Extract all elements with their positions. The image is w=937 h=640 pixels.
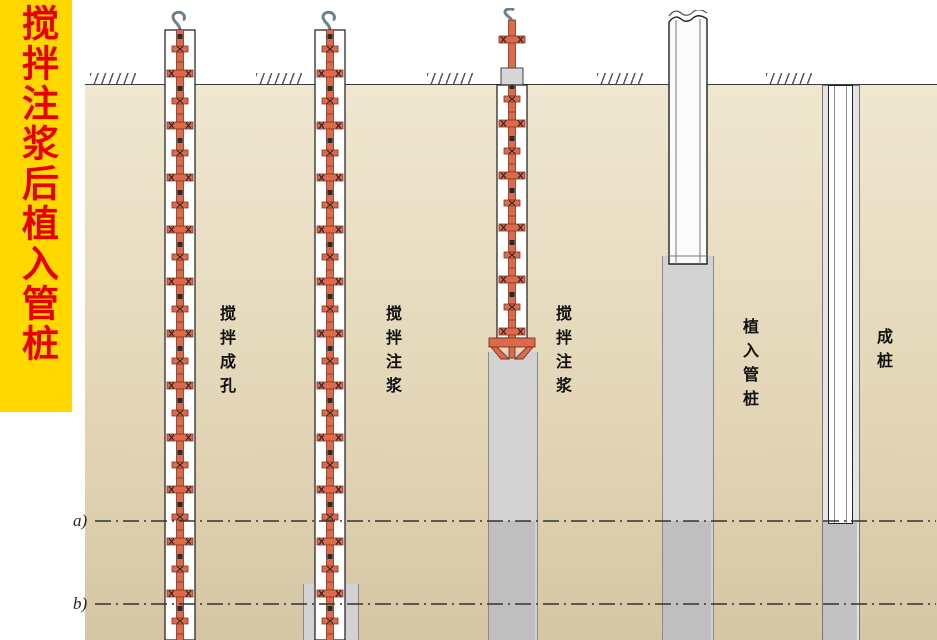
drill-head-icon: [488, 337, 536, 348]
stage-label-2: 搅拌注浆: [383, 305, 400, 401]
stage-label-3: 搅拌注浆: [553, 305, 570, 401]
collar: [500, 67, 524, 86]
ground-hatch: [256, 73, 302, 84]
ground-hatch: [427, 73, 473, 84]
ground-hatch: [597, 73, 643, 84]
mixing-auger-1-icon: [164, 10, 196, 640]
stage-label-4: 植入管桩: [740, 318, 757, 414]
pipe-pile-stage5: [828, 85, 853, 524]
mixing-auger-3-icon: [488, 8, 536, 360]
ground-hatch: [90, 73, 138, 84]
depth-marker-a: a): [73, 511, 88, 530]
stage-label-1: 搅拌成孔: [217, 305, 234, 401]
hook-icon: [321, 10, 336, 31]
break-line-icon: [668, 10, 708, 17]
title-banner: 搅拌注浆后植入管桩: [0, 0, 72, 412]
grout-column-stage5-lower: [823, 522, 857, 640]
mixing-auger-2-icon: [314, 10, 346, 640]
hook-icon: [171, 10, 186, 31]
grout-column-stage3-lower: [489, 521, 535, 640]
depth-marker-b: b): [73, 594, 88, 613]
grout-column-stage4-lower: [663, 521, 711, 640]
pipe-pile-stage4-icon: [668, 10, 708, 265]
hook-icon: [503, 8, 515, 23]
stage-label-5: 成桩: [874, 328, 891, 376]
ground-hatch: [766, 73, 814, 84]
diagram-title: 搅拌注浆后植入管桩: [15, 4, 57, 364]
